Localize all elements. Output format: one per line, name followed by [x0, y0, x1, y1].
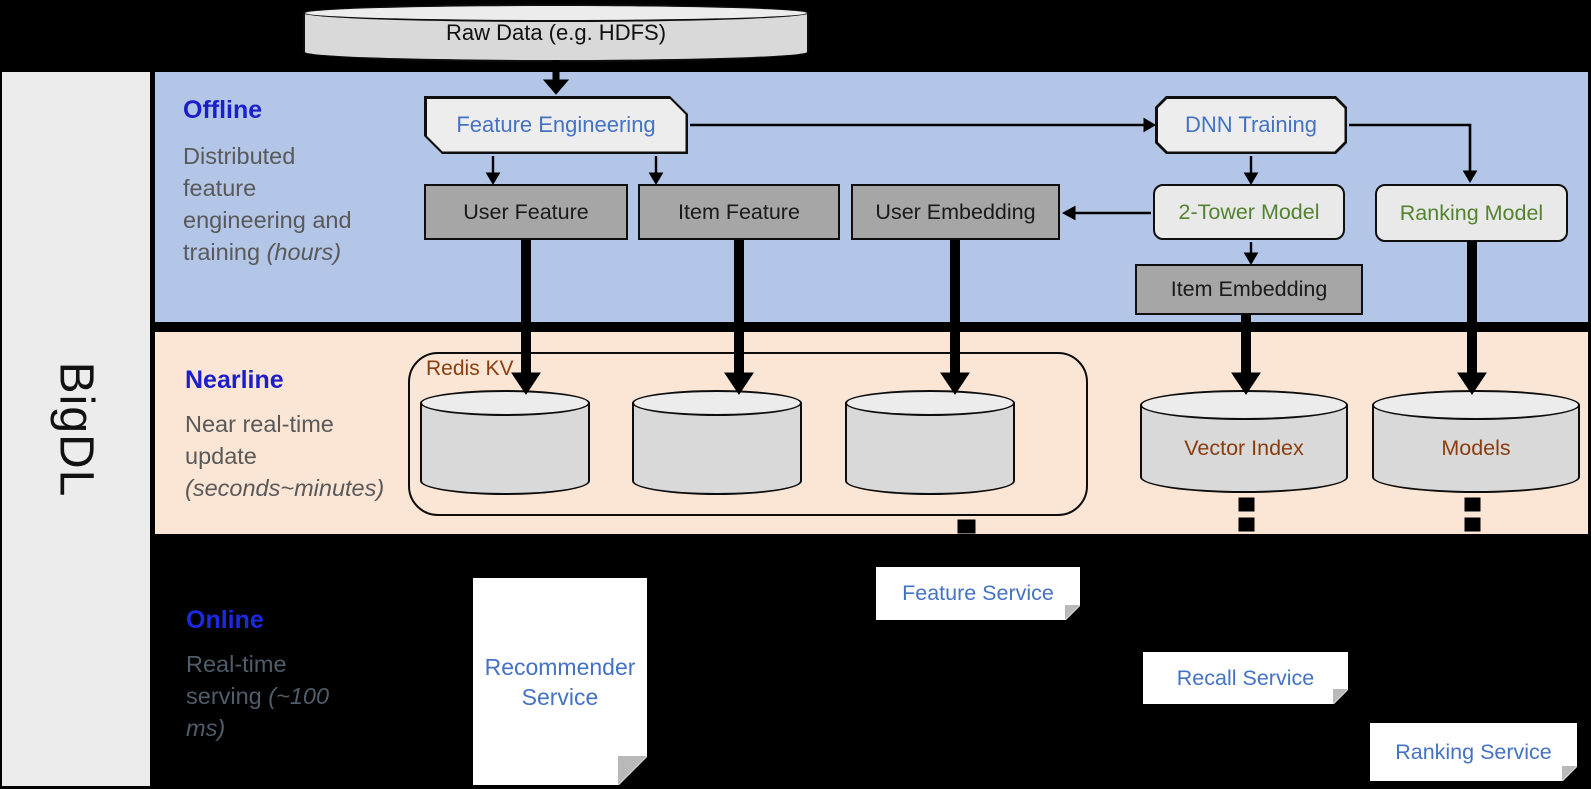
ranking-service-node: Ranking Service — [1370, 723, 1577, 781]
item-feature-node: Item Feature — [638, 184, 840, 240]
cylinder-top-ellipse — [420, 390, 590, 416]
bigdl-sidebar: BigDL — [2, 72, 150, 786]
two-tower-model-node: 2-Tower Model — [1153, 184, 1345, 240]
offline-desc-text: Distributed feature engineering and trai… — [183, 143, 352, 265]
online-section-desc: Real-time serving (~100 ms) — [186, 648, 341, 744]
feature-engineering-node: Feature Engineering — [424, 96, 688, 154]
folded-corner — [1333, 689, 1348, 704]
dnn-training-node: DNN Training — [1155, 96, 1347, 154]
user-feature-node: User Feature — [424, 184, 628, 240]
feature-service-node: Feature Service — [876, 567, 1080, 620]
arrowhead — [941, 536, 992, 559]
dnn-training-label: DNN Training — [1158, 99, 1345, 152]
nearline-desc-text: Near real-time update — [185, 411, 334, 469]
offline-desc-note: (hours) — [266, 239, 342, 265]
nearline-section-title: Nearline — [185, 366, 284, 394]
cylinder-top-ellipse — [303, 4, 809, 22]
cylinder-body — [420, 403, 590, 495]
recommender-service-label: Recommender Service — [484, 653, 636, 710]
redis-shard-cylinder-3 — [845, 390, 1015, 495]
cylinder-top-ellipse — [1140, 390, 1348, 420]
user-embedding-node: User Embedding — [851, 184, 1060, 240]
recall-service-node: Recall Service — [1143, 652, 1348, 704]
cylinder-body — [632, 403, 802, 495]
online-desc-note: (~100 ms) — [186, 683, 330, 741]
raw-data-label: Raw Data (e.g. HDFS) — [445, 20, 667, 45]
cylinder-top-ellipse — [1372, 390, 1580, 420]
vector-index-cylinder: Vector Index — [1140, 390, 1348, 493]
redis-kv-label: Redis KV — [426, 357, 514, 380]
redis-kv-container — [408, 352, 1088, 516]
redis-shard-cylinder-1 — [420, 390, 590, 495]
models-cylinder: Models — [1372, 390, 1580, 493]
folded-corner — [1562, 766, 1577, 781]
folded-corner — [1065, 605, 1080, 620]
nearline-section-desc: Near real-time update (seconds~minutes) — [185, 408, 400, 504]
offline-section-desc: Distributed feature engineering and trai… — [183, 140, 373, 268]
recommender-service-node: Recommender Service — [473, 578, 647, 785]
recall-service-label: Recall Service — [1176, 665, 1315, 690]
bigdl-brand-label: BigDL — [49, 361, 103, 497]
redis-shard-cylinder-2 — [632, 390, 802, 495]
item-embedding-node: Item Embedding — [1135, 264, 1363, 315]
cylinder-top-ellipse — [845, 390, 1015, 416]
nearline-desc-note: (seconds~minutes) — [185, 475, 385, 501]
cylinder-top-ellipse — [632, 390, 802, 416]
offline-section-title: Offline — [183, 96, 263, 124]
vector-index-label: Vector Index — [1184, 436, 1304, 460]
ranking-service-label: Ranking Service — [1395, 739, 1552, 764]
cylinder-body — [845, 403, 1015, 495]
feature-service-label: Feature Service — [902, 581, 1054, 605]
feature-engineering-label: Feature Engineering — [427, 99, 686, 152]
models-label: Models — [1441, 436, 1511, 460]
folded-corner — [618, 756, 647, 785]
ranking-model-node: Ranking Model — [1375, 184, 1568, 242]
raw-data-cylinder: Raw Data (e.g. HDFS) — [303, 4, 809, 62]
online-desc-text: Real-time serving — [186, 651, 287, 709]
online-section-title: Online — [186, 606, 264, 634]
